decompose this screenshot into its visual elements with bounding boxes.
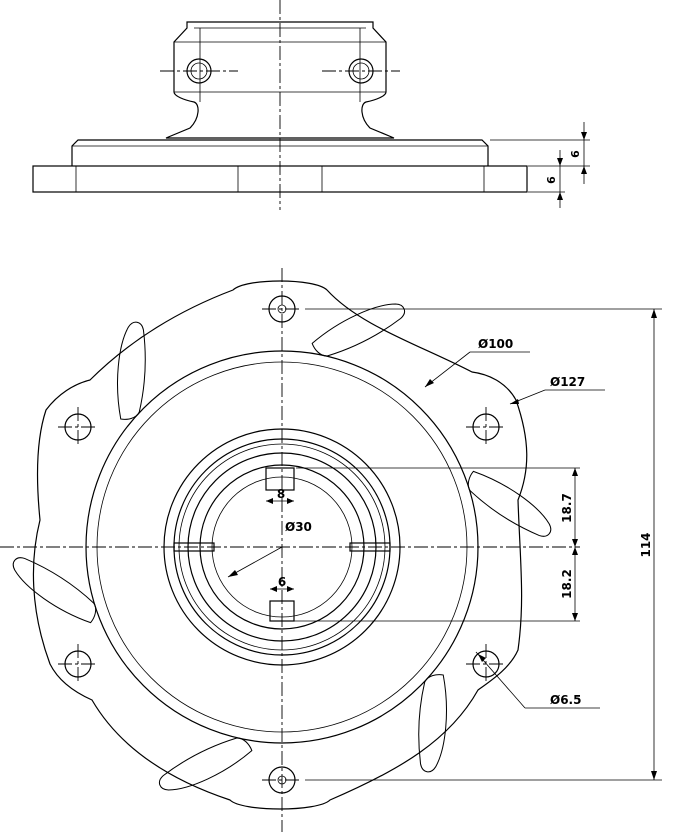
- dim-bottom-offset: 18.2: [560, 569, 574, 599]
- dim-overall-height: 114: [639, 532, 653, 557]
- dim-slot-bottom-width: 6: [278, 575, 286, 589]
- dim-outer-diameter: Ø127: [550, 375, 585, 389]
- side-view: 6 6: [32, 0, 590, 210]
- dim-top-offset: 18.7: [560, 493, 574, 523]
- dim-plate-thickness: 6: [545, 176, 558, 184]
- dim-hole-diameter: Ø6.5: [550, 693, 581, 707]
- dim-bore-diameter: Ø30: [285, 520, 312, 534]
- side-view-top-neck: [165, 21, 395, 139]
- dim-ring-diameter: Ø100: [478, 337, 513, 351]
- key-slot-top: [265, 467, 295, 491]
- plan-view: 114 18.7 18.2 8 6 Ø30 Ø100 Ø127 Ø6.5: [0, 268, 662, 832]
- dim-flange-thickness: 6: [569, 150, 582, 158]
- dim-slot-top-width: 8: [277, 487, 285, 501]
- flange-outline: [32, 280, 528, 810]
